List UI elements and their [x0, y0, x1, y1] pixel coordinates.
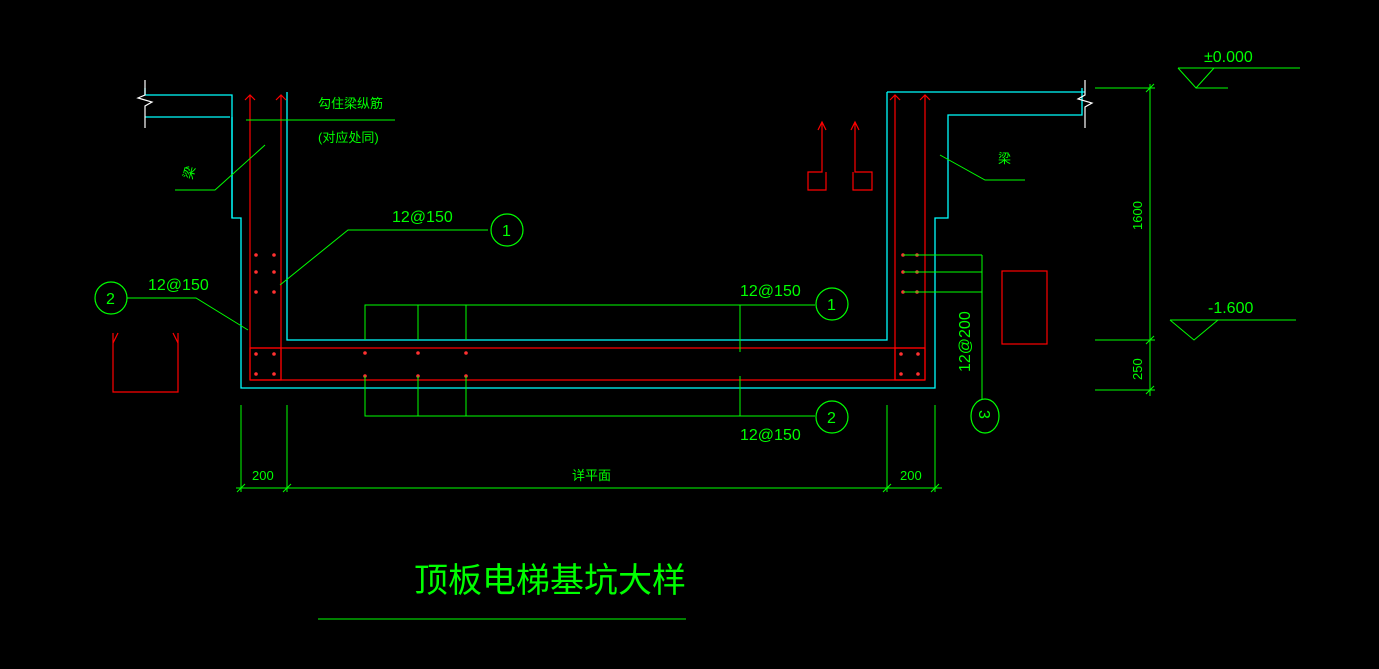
rebar-label-bottom: 12@150	[740, 427, 801, 444]
dim-middle: 详平面	[572, 468, 611, 483]
callout-circles	[94, 213, 1000, 434]
rebar-label-left-outer: 12@150	[148, 277, 209, 294]
anchor-note-1: 勾住梁纵筋	[318, 96, 383, 111]
beam-label-right: 梁	[998, 151, 1011, 166]
rebar-label-top: 12@150	[740, 283, 801, 300]
annotation-lines	[127, 67, 1300, 620]
dim-height: 1600	[1130, 201, 1145, 230]
rebar-dots	[254, 253, 920, 378]
break-symbol-left	[136, 80, 154, 128]
beam-label-left: 梁	[180, 164, 198, 180]
rebar-label-left-inner: 12@150	[392, 209, 453, 226]
anchor-note-2: (对应处同)	[318, 130, 379, 145]
break-symbol-right	[1076, 80, 1094, 128]
rebar-cage	[244, 94, 931, 381]
dim-right: 200	[900, 468, 922, 483]
rebar-label-side: 12@200	[957, 311, 974, 372]
dim-slab: 250	[1130, 358, 1145, 380]
drawing-text: 12@150 12@150 12@150 12@150 12@200 勾住梁纵筋…	[106, 49, 1253, 601]
elevation-top: ±0.000	[1204, 49, 1253, 66]
drawing-title: 顶板电梯基坑大样	[414, 561, 686, 601]
concrete-outline	[144, 88, 1085, 389]
callout-1-upper: 1	[502, 223, 511, 240]
dim-left: 200	[252, 468, 274, 483]
callout-3: 3	[975, 410, 992, 419]
callout-2-left: 2	[106, 291, 115, 308]
callout-1-right: 1	[827, 297, 836, 314]
elevation-bottom: -1.600	[1208, 300, 1253, 317]
callout-2-bottom: 2	[827, 410, 836, 427]
rebar-detail-shapes	[112, 120, 1048, 393]
